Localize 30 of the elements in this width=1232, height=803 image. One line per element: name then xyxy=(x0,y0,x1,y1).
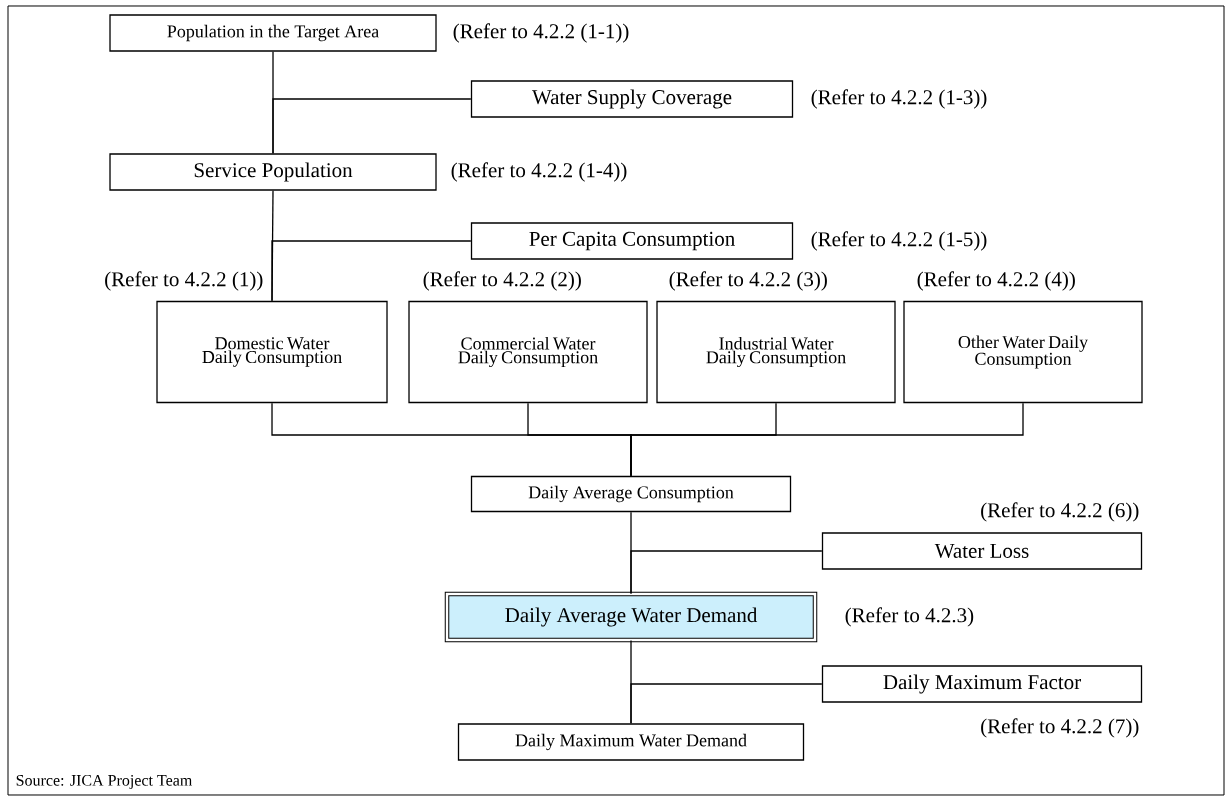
highlighted-box: Daily Average Water Demand xyxy=(444,591,818,643)
connector-line xyxy=(630,683,823,724)
reference-note: (Refer to 4.2.2 (3)) xyxy=(669,271,827,291)
process-box: Other Water Daily Consumption xyxy=(903,300,1143,404)
reference-note: (Refer to 4.2.3) xyxy=(845,607,974,627)
reference-note: (Refer to 4.2.2 (7)) xyxy=(981,718,1139,738)
process-box: Daily Average Consumption xyxy=(470,475,792,513)
process-box: Per Capita Consumption xyxy=(470,222,794,260)
connector-line xyxy=(630,550,823,595)
process-box: Population in the Target Area xyxy=(109,14,437,52)
reference-note: (Refer to 4.2.2 (1-4)) xyxy=(451,162,627,182)
connector-line xyxy=(630,402,1024,477)
connector-line xyxy=(271,240,472,302)
reference-note: (Refer to 4.2.2 (1)) xyxy=(105,271,263,291)
source-note: Source: JICA Project Team xyxy=(16,775,193,789)
reference-note: (Refer to 4.2.2 (4)) xyxy=(917,271,1075,291)
process-box: Daily Maximum Factor xyxy=(821,665,1143,703)
process-box: Domestic Water Daily Consumption xyxy=(156,300,388,404)
reference-note: (Refer to 4.2.2 (1-1)) xyxy=(453,23,629,43)
process-box: Water Supply Coverage xyxy=(470,80,794,118)
process-box: Service Population xyxy=(109,153,437,191)
process-box: Water Loss xyxy=(821,532,1143,570)
reference-note: (Refer to 4.2.2 (1-5)) xyxy=(811,231,987,251)
process-box: Daily Maximum Water Demand xyxy=(457,723,805,761)
connector-line xyxy=(272,98,472,154)
reference-note: (Refer to 4.2.2 (1-3)) xyxy=(811,89,987,109)
process-box: Commercial Water Daily Consumption xyxy=(408,300,648,404)
reference-note: (Refer to 4.2.2 (2)) xyxy=(423,271,581,291)
reference-note: (Refer to 4.2.2 (6)) xyxy=(981,502,1139,522)
process-box: Industrial Water Daily Consumption xyxy=(656,300,896,404)
